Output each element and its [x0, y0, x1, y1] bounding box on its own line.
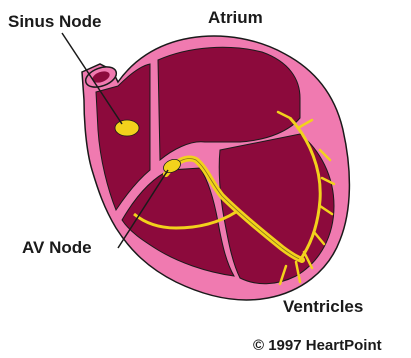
atrium-label: Atrium: [208, 9, 263, 26]
sinus-node-label: Sinus Node: [8, 13, 102, 30]
av-node-label: AV Node: [22, 239, 92, 256]
sinus-node: [115, 120, 139, 136]
ventricles-label: Ventricles: [283, 298, 363, 315]
copyright-notice: © 1997 HeartPoint: [253, 338, 382, 353]
